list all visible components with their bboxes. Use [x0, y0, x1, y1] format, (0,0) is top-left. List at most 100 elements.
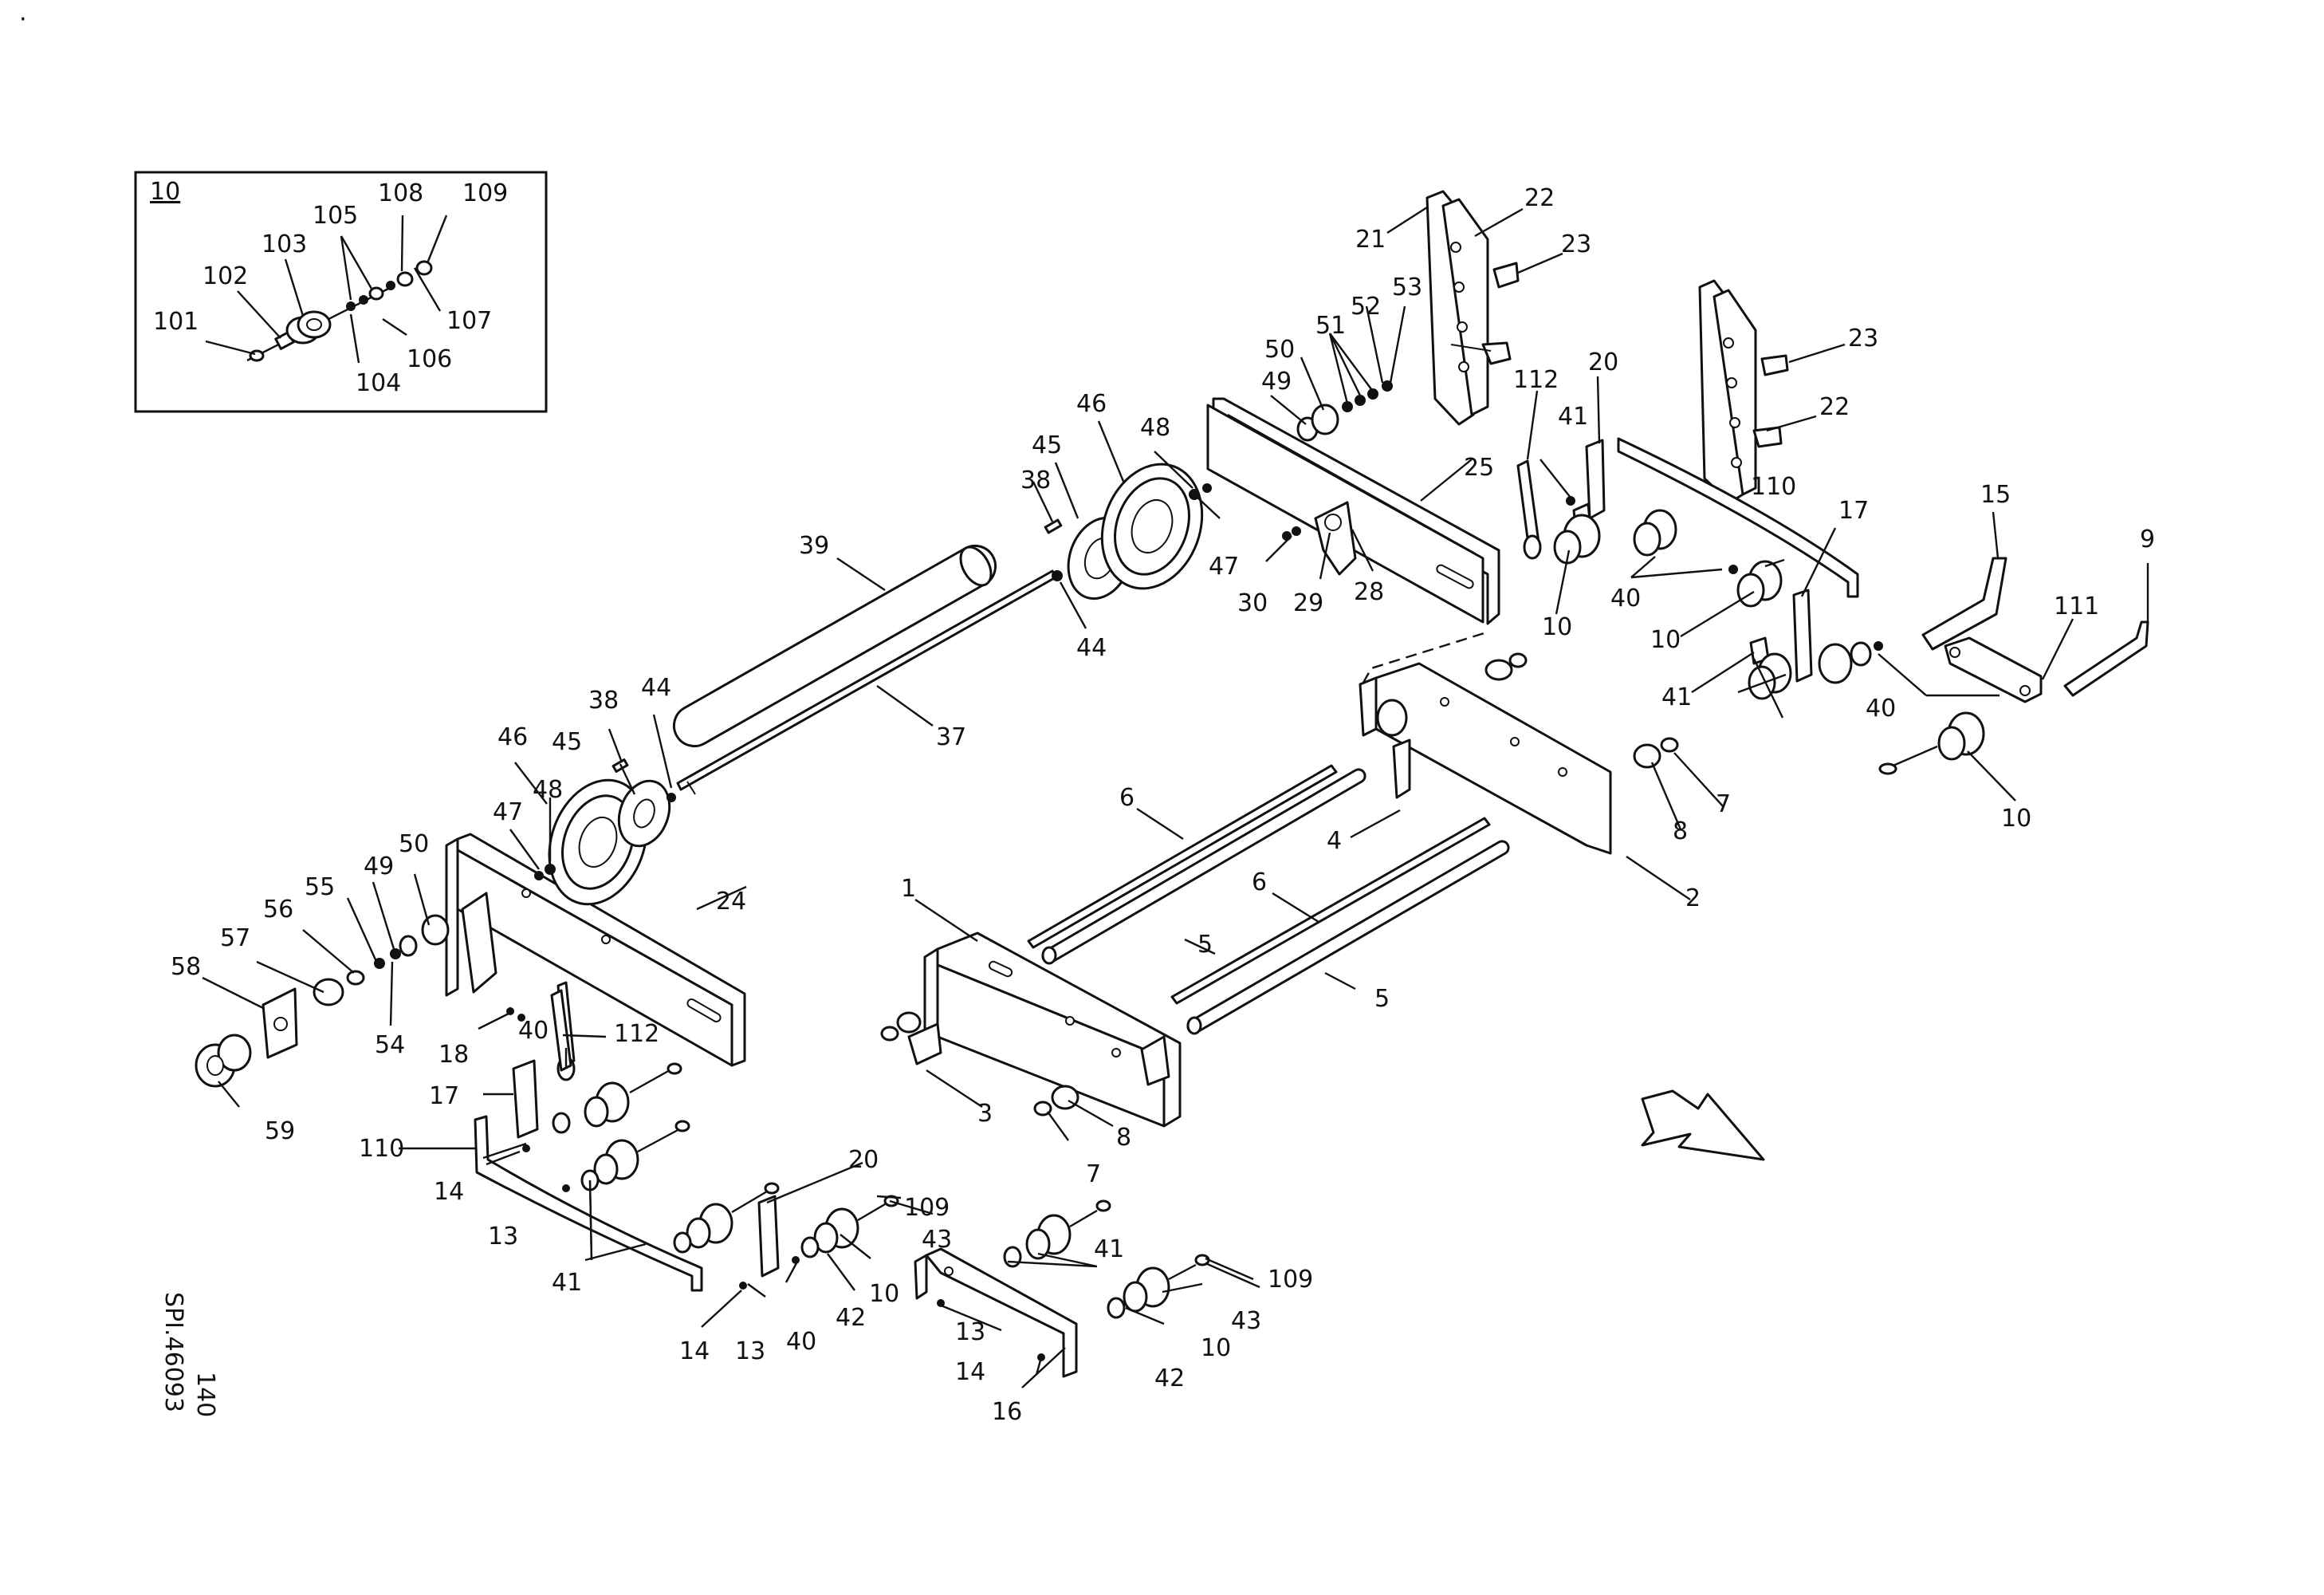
callout-6: 6	[1119, 784, 1134, 812]
lower-left-bars	[474, 981, 703, 1292]
callout-110b: 110	[1751, 473, 1796, 501]
callout-42b: 42	[1154, 1365, 1185, 1392]
callout-10b: 10	[1650, 626, 1681, 654]
lower-left-bearing-stack	[195, 914, 450, 1088]
callout-23b: 23	[1848, 325, 1878, 352]
callout-17b: 17	[1838, 497, 1869, 525]
callout-24: 24	[716, 888, 746, 916]
part-7-8-center	[1033, 1085, 1079, 1116]
callout-111: 111	[2054, 593, 2099, 620]
part-17-41-right	[1737, 589, 1883, 700]
callout-41a: 41	[1558, 403, 1588, 431]
callout-41c: 41	[552, 1269, 582, 1297]
callout-102: 102	[203, 262, 248, 290]
callout-109b: 109	[1268, 1266, 1313, 1294]
callout-22b: 22	[1819, 393, 1850, 421]
callout-14c: 14	[955, 1358, 985, 1386]
callout-40d: 40	[786, 1328, 816, 1356]
callout-13a: 13	[488, 1223, 518, 1250]
callout-38b: 38	[588, 687, 619, 715]
callout-20b: 20	[1588, 349, 1618, 376]
callout-48a: 48	[1140, 414, 1170, 442]
callout-101: 101	[153, 308, 199, 336]
callout-106: 106	[407, 345, 452, 373]
callout-109: 109	[462, 179, 508, 207]
callout-10d: 10	[869, 1280, 899, 1308]
direction-arrow	[1641, 1089, 1765, 1161]
callout-49a: 49	[1261, 368, 1292, 396]
corner-mark: ·	[19, 6, 27, 33]
callout-13b: 13	[735, 1337, 765, 1365]
callout-43b: 43	[1231, 1307, 1261, 1335]
part-2-right-frame	[1359, 630, 1612, 855]
callout-56: 56	[263, 896, 293, 924]
callout-55: 55	[305, 873, 335, 901]
inset-frame	[134, 171, 548, 413]
callout-47a: 47	[1209, 553, 1239, 581]
callout-43a: 43	[922, 1226, 952, 1254]
callout-49b: 49	[364, 853, 394, 880]
bottom-bracket-parts	[914, 1199, 1210, 1378]
part-28-29-30-bracket	[1282, 501, 1357, 576]
inset-roller-parts	[246, 260, 433, 362]
callout-105: 105	[313, 202, 358, 230]
callout-40b: 40	[1866, 695, 1896, 723]
callout-45b: 45	[552, 728, 582, 756]
part-5-6-rods-lower	[1170, 817, 1510, 1035]
callout-59: 59	[265, 1117, 295, 1145]
callout-17a: 17	[429, 1082, 459, 1110]
callout-54: 54	[375, 1031, 405, 1059]
part-7-8-right	[1633, 737, 1679, 769]
callout-44b: 44	[641, 674, 671, 702]
inset-title: 10	[150, 178, 180, 206]
callout-50a: 50	[1264, 336, 1295, 364]
lower-center-parts	[673, 1182, 899, 1290]
callout-46a: 46	[1076, 390, 1107, 418]
callout-22a: 22	[1524, 184, 1555, 212]
callout-3: 3	[977, 1100, 993, 1128]
callout-53: 53	[1392, 274, 1422, 301]
callout-10c: 10	[2001, 805, 2031, 833]
upper-pulley-assembly	[1044, 463, 1212, 601]
callout-15: 15	[1980, 481, 2011, 509]
callout-18: 18	[438, 1041, 469, 1069]
drawing-code: SPI.46093	[159, 1292, 187, 1412]
callout-103: 103	[261, 230, 307, 258]
callout-25: 25	[1464, 454, 1494, 482]
callout-41d: 41	[1094, 1235, 1124, 1263]
callout-20a: 20	[848, 1146, 879, 1174]
callout-23a: 23	[1561, 230, 1591, 258]
callout-112b: 112	[614, 1020, 659, 1048]
part-5-6-rods-upper	[1027, 764, 1366, 965]
callout-7: 7	[1716, 790, 1731, 818]
page-number: 140	[191, 1372, 219, 1417]
callout-30: 30	[1237, 589, 1268, 617]
callout-7b: 7	[1086, 1160, 1101, 1188]
callout-8b: 8	[1116, 1124, 1131, 1152]
part-112-20-41-upper	[1516, 439, 1606, 565]
callout-42a: 42	[836, 1304, 866, 1332]
callout-13c: 13	[955, 1318, 985, 1346]
callout-46b: 46	[497, 723, 528, 751]
callout-108: 108	[378, 179, 423, 207]
callout-104: 104	[356, 369, 401, 397]
part-shapes	[195, 190, 2149, 1378]
callout-16: 16	[992, 1398, 1022, 1426]
callout-5b: 5	[1374, 985, 1390, 1013]
callout-6b: 6	[1252, 868, 1267, 896]
callout-10e: 10	[1201, 1334, 1231, 1362]
callout-110a: 110	[359, 1135, 404, 1163]
callout-8: 8	[1673, 817, 1688, 845]
part-110-upper-bar	[1617, 437, 1859, 598]
part-24-left-frame	[445, 833, 746, 1067]
callout-29: 29	[1293, 589, 1323, 617]
part-22-23-right-plates	[1698, 279, 1789, 504]
callout-1: 1	[901, 875, 916, 903]
upper-bearing-stack	[1296, 380, 1393, 442]
inset-detail: 10 101 102 103 104 105	[134, 171, 548, 413]
callout-45a: 45	[1032, 431, 1062, 459]
part-39-roller-tube	[672, 544, 997, 748]
part-1-center-frame	[880, 931, 1182, 1128]
callout-38a: 38	[1020, 467, 1051, 494]
